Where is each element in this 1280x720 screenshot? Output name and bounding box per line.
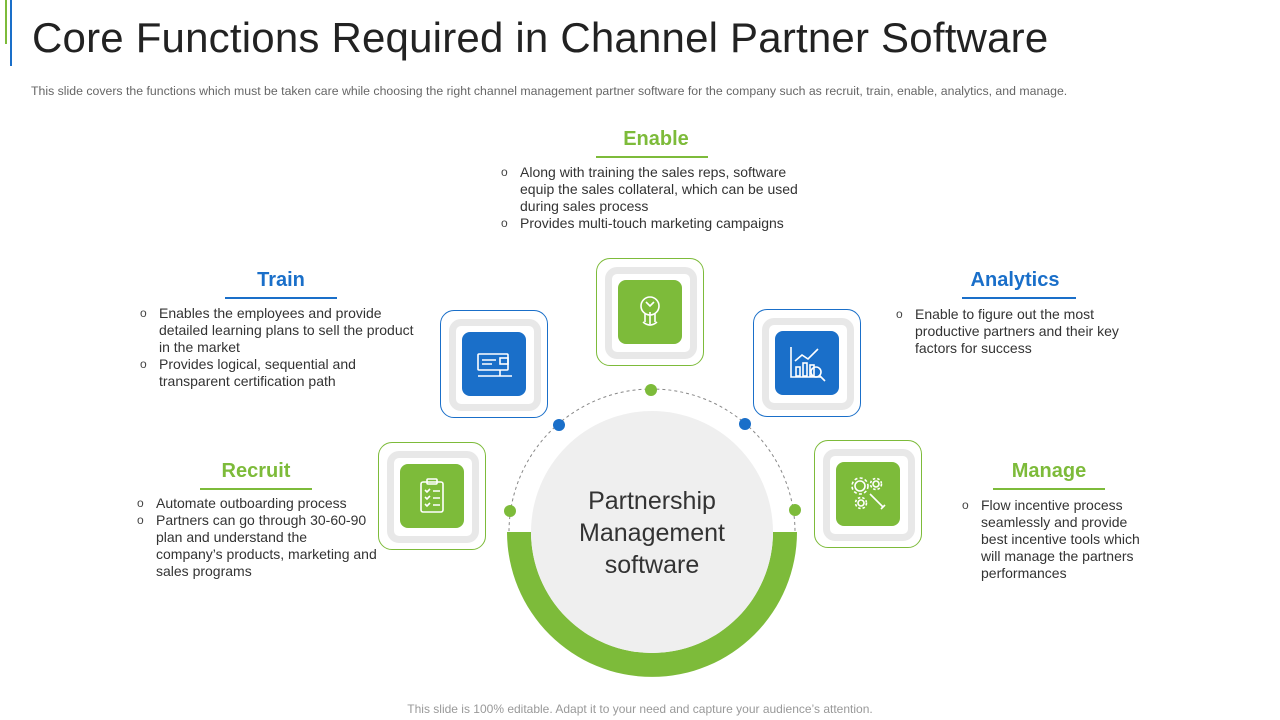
analytics-underline <box>962 297 1076 299</box>
list-item: Provides logical, sequential and transpa… <box>140 356 420 390</box>
icon-ring <box>823 449 915 541</box>
center-label: Partnership Management software <box>532 485 772 581</box>
node-dot-recruit <box>504 505 516 517</box>
list-item: Enables the employees and provide detail… <box>140 305 420 356</box>
manage-heading: Manage <box>1011 460 1087 482</box>
enable-heading: Enable <box>623 128 689 150</box>
analytics-heading: Analytics <box>970 269 1060 291</box>
manage-underline <box>993 488 1105 490</box>
center-circle <box>531 411 773 653</box>
green-bottom-arc <box>507 532 797 677</box>
node-dot-manage <box>789 504 801 516</box>
list-item: Flow incentive process seamlessly and pr… <box>962 497 1152 582</box>
list-item: Enable to figure out the most productive… <box>896 306 1146 357</box>
chart-magnifier-icon <box>790 347 826 382</box>
checklist-icon <box>420 478 444 513</box>
recruit-points: Automate outboarding process Partners ca… <box>137 495 377 580</box>
node-dot-enable <box>645 384 657 396</box>
train-points: Enables the employees and provide detail… <box>140 305 420 390</box>
train-heading: Train <box>257 269 305 291</box>
enable-icon-tile <box>618 280 682 344</box>
recruit-icon-tile <box>400 464 464 528</box>
list-item: Automate outboarding process <box>137 495 377 512</box>
icon-ring <box>605 267 697 359</box>
node-dot-analytics <box>739 418 751 430</box>
enable-underline <box>596 156 708 158</box>
hand-idea-icon <box>640 296 660 326</box>
analytics-icon-frame <box>753 309 861 417</box>
gears-wrench-icon <box>851 477 886 510</box>
center-label-line-1: Partnership <box>588 487 716 515</box>
training-icon <box>477 353 512 377</box>
train-icon-tile <box>462 332 526 396</box>
recruit-heading: Recruit <box>221 460 291 482</box>
manage-icon-tile <box>836 462 900 526</box>
accent-bar-small <box>5 0 7 44</box>
recruit-underline <box>200 488 312 490</box>
node-dot-train <box>553 419 565 431</box>
icon-ring <box>387 451 479 543</box>
slide-subtitle: This slide covers the functions which mu… <box>31 84 1068 98</box>
train-icon-frame <box>440 310 548 418</box>
enable-icon-frame <box>596 258 704 366</box>
list-item: Provides multi-touch marketing campaigns <box>501 215 806 232</box>
icon-ring <box>449 319 541 411</box>
train-underline <box>225 297 337 299</box>
list-item: Partners can go through 30-60-90 plan an… <box>137 512 377 580</box>
analytics-icon-tile <box>775 331 839 395</box>
analytics-points: Enable to figure out the most productive… <box>896 306 1146 357</box>
center-label-line-2: Management <box>579 519 725 547</box>
enable-points: Along with training the sales reps, soft… <box>501 164 806 232</box>
recruit-icon-frame <box>378 442 486 550</box>
accent-bar-vertical <box>10 0 12 66</box>
slide-title: Core Functions Required in Channel Partn… <box>32 14 1049 61</box>
manage-icon-frame <box>814 440 922 548</box>
list-item: Along with training the sales reps, soft… <box>501 164 806 215</box>
footer-note: This slide is 100% editable. Adapt it to… <box>407 702 873 716</box>
center-label-line-3: software <box>604 551 700 579</box>
icon-ring <box>762 318 854 410</box>
manage-points: Flow incentive process seamlessly and pr… <box>962 497 1152 582</box>
